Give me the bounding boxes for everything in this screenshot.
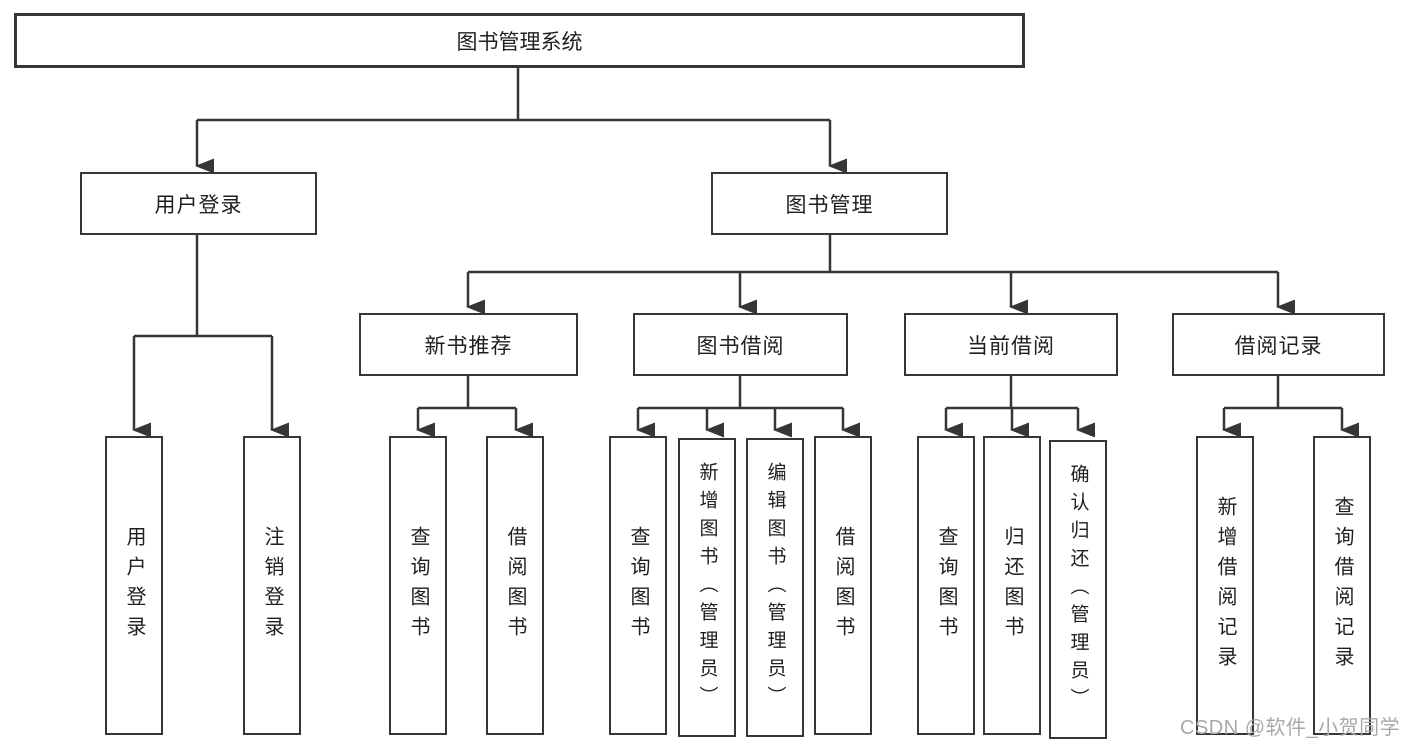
leaf-records-query-record: 查询借阅记录	[1313, 436, 1371, 735]
node-current-borrowing: 当前借阅	[904, 313, 1118, 376]
leaf-recommend-query-books: 查询图书	[389, 436, 447, 735]
node-user-login: 用户登录	[80, 172, 317, 235]
leaf-borrowing-borrow-books: 借阅图书	[814, 436, 872, 735]
node-book-borrowing: 图书借阅	[633, 313, 848, 376]
leaf-recommend-borrow-books: 借阅图书	[486, 436, 544, 735]
leaf-current-confirm-return-admin: 确认归还（管理员）	[1049, 440, 1107, 739]
node-new-book-recommendation: 新书推荐	[359, 313, 578, 376]
leaf-logout: 注销登录	[243, 436, 301, 735]
leaf-current-return-books: 归还图书	[983, 436, 1041, 735]
leaf-current-query-books: 查询图书	[917, 436, 975, 735]
leaf-borrowing-edit-books-admin: 编辑图书（管理员）	[746, 438, 804, 737]
leaf-user-login: 用户登录	[105, 436, 163, 735]
node-root: 图书管理系统	[14, 13, 1025, 68]
leaf-borrowing-query-books: 查询图书	[609, 436, 667, 735]
node-borrowing-records: 借阅记录	[1172, 313, 1385, 376]
leaf-records-add-record: 新增借阅记录	[1196, 436, 1254, 735]
watermark: CSDN @软件_小贺同学	[1180, 717, 1401, 739]
leaf-borrowing-add-books-admin: 新增图书（管理员）	[678, 438, 736, 737]
node-book-management: 图书管理	[711, 172, 948, 235]
